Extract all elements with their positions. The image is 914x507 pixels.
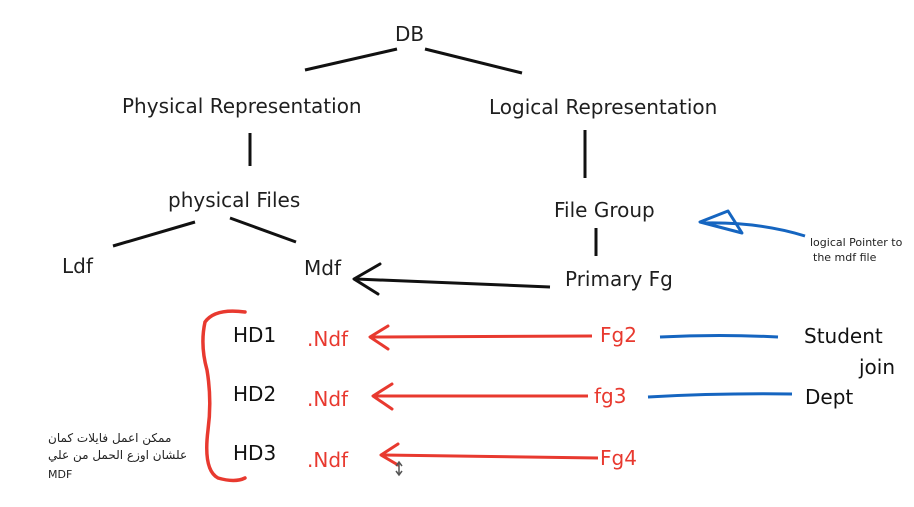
files-left-branch (112, 220, 196, 248)
arabic-note-line1: ممكن اعمل فايلات كمان (48, 431, 172, 445)
primary-to-mdf-arrow (355, 277, 551, 289)
student-link-line (659, 334, 779, 339)
files-right-branch (229, 216, 297, 244)
primary-fg-label: Primary Fg (565, 267, 673, 291)
ndf1-label: .Ndf (307, 327, 349, 351)
cursor-icon (395, 460, 403, 477)
arabic-note-line3: MDF (48, 468, 73, 481)
pointer-note-line1: logical Pointer to (810, 236, 903, 249)
fg4-arrow (382, 453, 599, 460)
fg3-label: fg3 (594, 384, 627, 408)
fg2-arrow (371, 334, 593, 339)
mdf-label: Mdf (304, 256, 341, 280)
ndf3-label: .Ndf (307, 448, 349, 472)
pointer-note-line2: the mdf file (813, 251, 877, 264)
file-group-label: File Group (554, 198, 655, 222)
hd1-label: HD1 (233, 323, 277, 347)
ndf2-label: .Ndf (307, 387, 349, 411)
dept-link-line (647, 392, 793, 399)
db-left-branch (304, 47, 398, 72)
hd3-label: HD3 (233, 441, 277, 465)
fg2-label: Fg2 (600, 323, 637, 347)
join-label: join (859, 355, 896, 379)
student-label: Student (804, 324, 883, 348)
primary-to-mdf-arrowhead (352, 262, 382, 296)
physical-representation-label: Physical Representation (122, 94, 362, 118)
fg4-label: Fg4 (600, 446, 637, 470)
fg2-arrowhead (368, 324, 390, 351)
db-label: DB (395, 22, 425, 46)
db-right-branch (424, 47, 523, 75)
logical-representation-label: Logical Representation (489, 95, 718, 119)
arabic-note-line2: علشان اوزع الحمل من علي (48, 448, 188, 462)
fg4-arrowhead (379, 442, 400, 467)
logical-pointer-arrowhead (698, 209, 744, 235)
logical-pointer-arrow (704, 221, 806, 238)
hd-bracket (201, 309, 247, 483)
physical-files-label: physical Files (168, 188, 301, 212)
hd2-label: HD2 (233, 382, 277, 406)
fg3-arrowhead (371, 382, 394, 411)
ldf-label: Ldf (62, 254, 93, 278)
dept-label: Dept (805, 385, 854, 409)
